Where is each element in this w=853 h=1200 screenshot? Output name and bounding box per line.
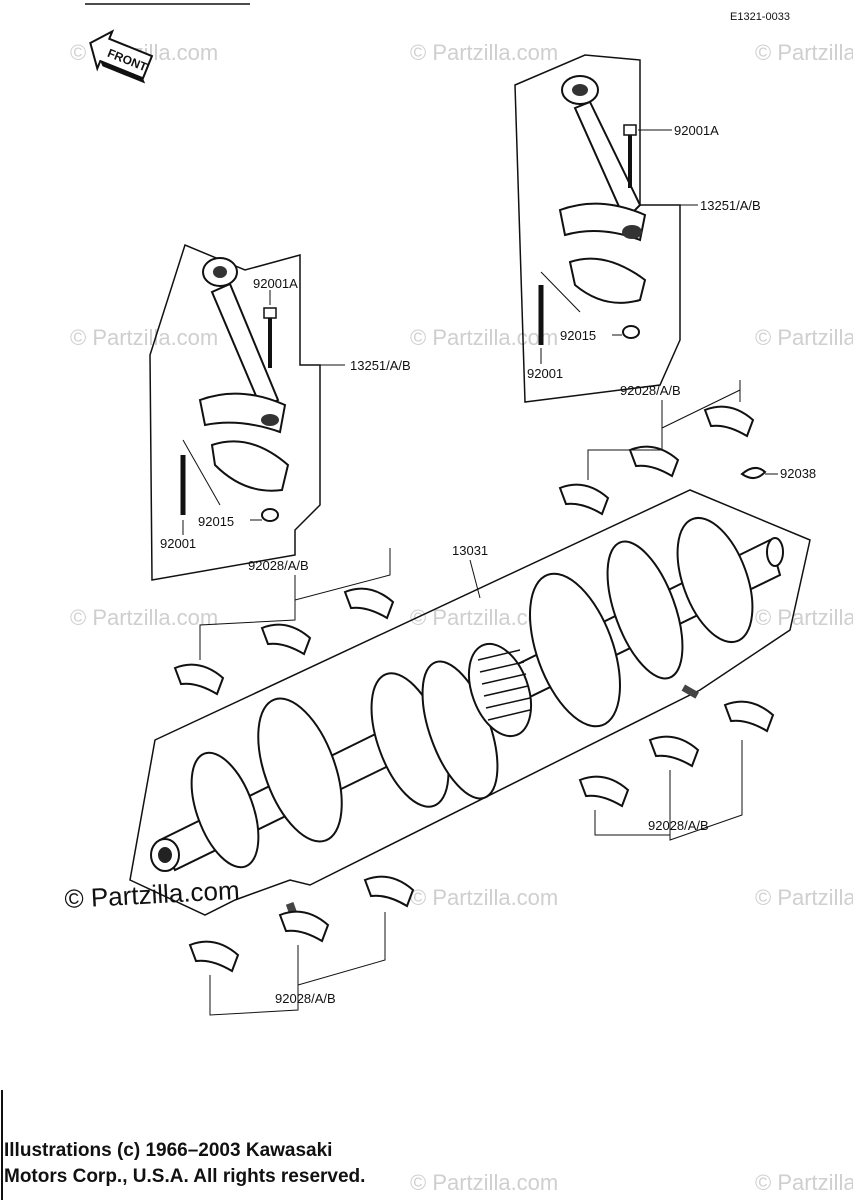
watermark: © Partzilla.com: [410, 885, 558, 910]
copyright-line-1: Illustrations (c) 1966–2003 Kawasaki: [4, 1140, 333, 1161]
bearing-group-lower-left: 92028/A/B: [189, 875, 414, 1016]
bearing-shell-icon: [649, 735, 699, 767]
bearing-group-upper-left: 92028/A/B: [174, 548, 394, 695]
part-label: 92038: [780, 466, 816, 481]
bearing-shell-icon: [344, 587, 394, 619]
part-label: 92028/A/B: [275, 991, 336, 1006]
part-label: 92015: [198, 514, 234, 529]
watermark: © Partzilla.com: [70, 605, 218, 630]
rod-bolt-icon: [623, 124, 637, 188]
bearing-group-upper-right: 92028/A/B: [559, 380, 754, 515]
rod-cap-icon: [210, 440, 290, 492]
bearing-shell-icon: [704, 405, 754, 437]
connecting-rod-icon: [198, 257, 287, 434]
watermark: © Partzilla.com: [755, 605, 853, 630]
rod-assembly-left: 92001A 13251/A/B 92015 92001: [149, 243, 411, 581]
bearing-shell-icon: [629, 445, 679, 477]
rod-nut-icon: [261, 508, 279, 522]
part-label: 13251/A/B: [350, 358, 411, 373]
part-label: 92001A: [674, 123, 719, 138]
diagram-code: E1321-0033: [730, 11, 790, 23]
watermark: © Partzilla.com: [410, 40, 558, 65]
copyright-notice: Illustrations (c) 1966–2003 Kawasaki Mot…: [4, 1138, 524, 1190]
bearing-shell-icon: [279, 910, 329, 942]
bearing-shell-icon: [724, 700, 774, 732]
watermark: © Partzilla.com: [755, 1170, 853, 1195]
rod-assembly-upper-right: 92001A 13251/A/B 92015 92001: [514, 54, 761, 403]
copyright-line-2: Motors Corp., U.S.A. All rights reserved…: [4, 1166, 366, 1187]
bearing-shell-icon: [579, 775, 629, 807]
part-label: 92001: [527, 366, 563, 381]
bearing-shell-icon: [364, 875, 414, 907]
crankshaft-icon: [150, 516, 784, 918]
part-label: 92001: [160, 536, 196, 551]
part-label: 13251/A/B: [700, 198, 761, 213]
crank-gear-icon: [467, 642, 533, 738]
crankshaft-assembly: 13031: [129, 489, 811, 918]
key-part: 92038: [740, 466, 816, 481]
part-label: 92015: [560, 328, 596, 343]
front-arrow-icon: FRONT: [89, 29, 154, 84]
bearing-shell-icon: [559, 483, 609, 515]
bearing-shell-icon: [174, 663, 224, 695]
woodruff-key-icon: [740, 467, 767, 479]
watermark: © Partzilla.com: [755, 40, 853, 65]
part-label: 13031: [452, 543, 488, 558]
part-label: 92028/A/B: [620, 383, 681, 398]
rod-nut-icon: [622, 325, 640, 339]
watermark: © Partzilla.com: [755, 325, 853, 350]
part-label: 92028/A/B: [648, 818, 709, 833]
watermark: © Partzilla.com: [410, 325, 558, 350]
watermark: © Partzilla.com: [410, 1170, 558, 1195]
watermark: © Partzilla.com: [70, 325, 218, 350]
rod-bolt-icon: [263, 307, 277, 368]
watermark: © Partzilla.com: [755, 885, 853, 910]
part-label: 92028/A/B: [248, 558, 309, 573]
connecting-rod-icon: [558, 75, 647, 242]
bearing-shell-icon: [189, 940, 239, 972]
rod-cap-icon: [568, 257, 647, 304]
watermark-dark: © Partzilla.com: [64, 875, 241, 914]
bearing-group-lower-right: 92028/A/B: [579, 700, 774, 841]
part-label: 92001A: [253, 276, 298, 291]
bearing-shell-icon: [261, 623, 311, 655]
